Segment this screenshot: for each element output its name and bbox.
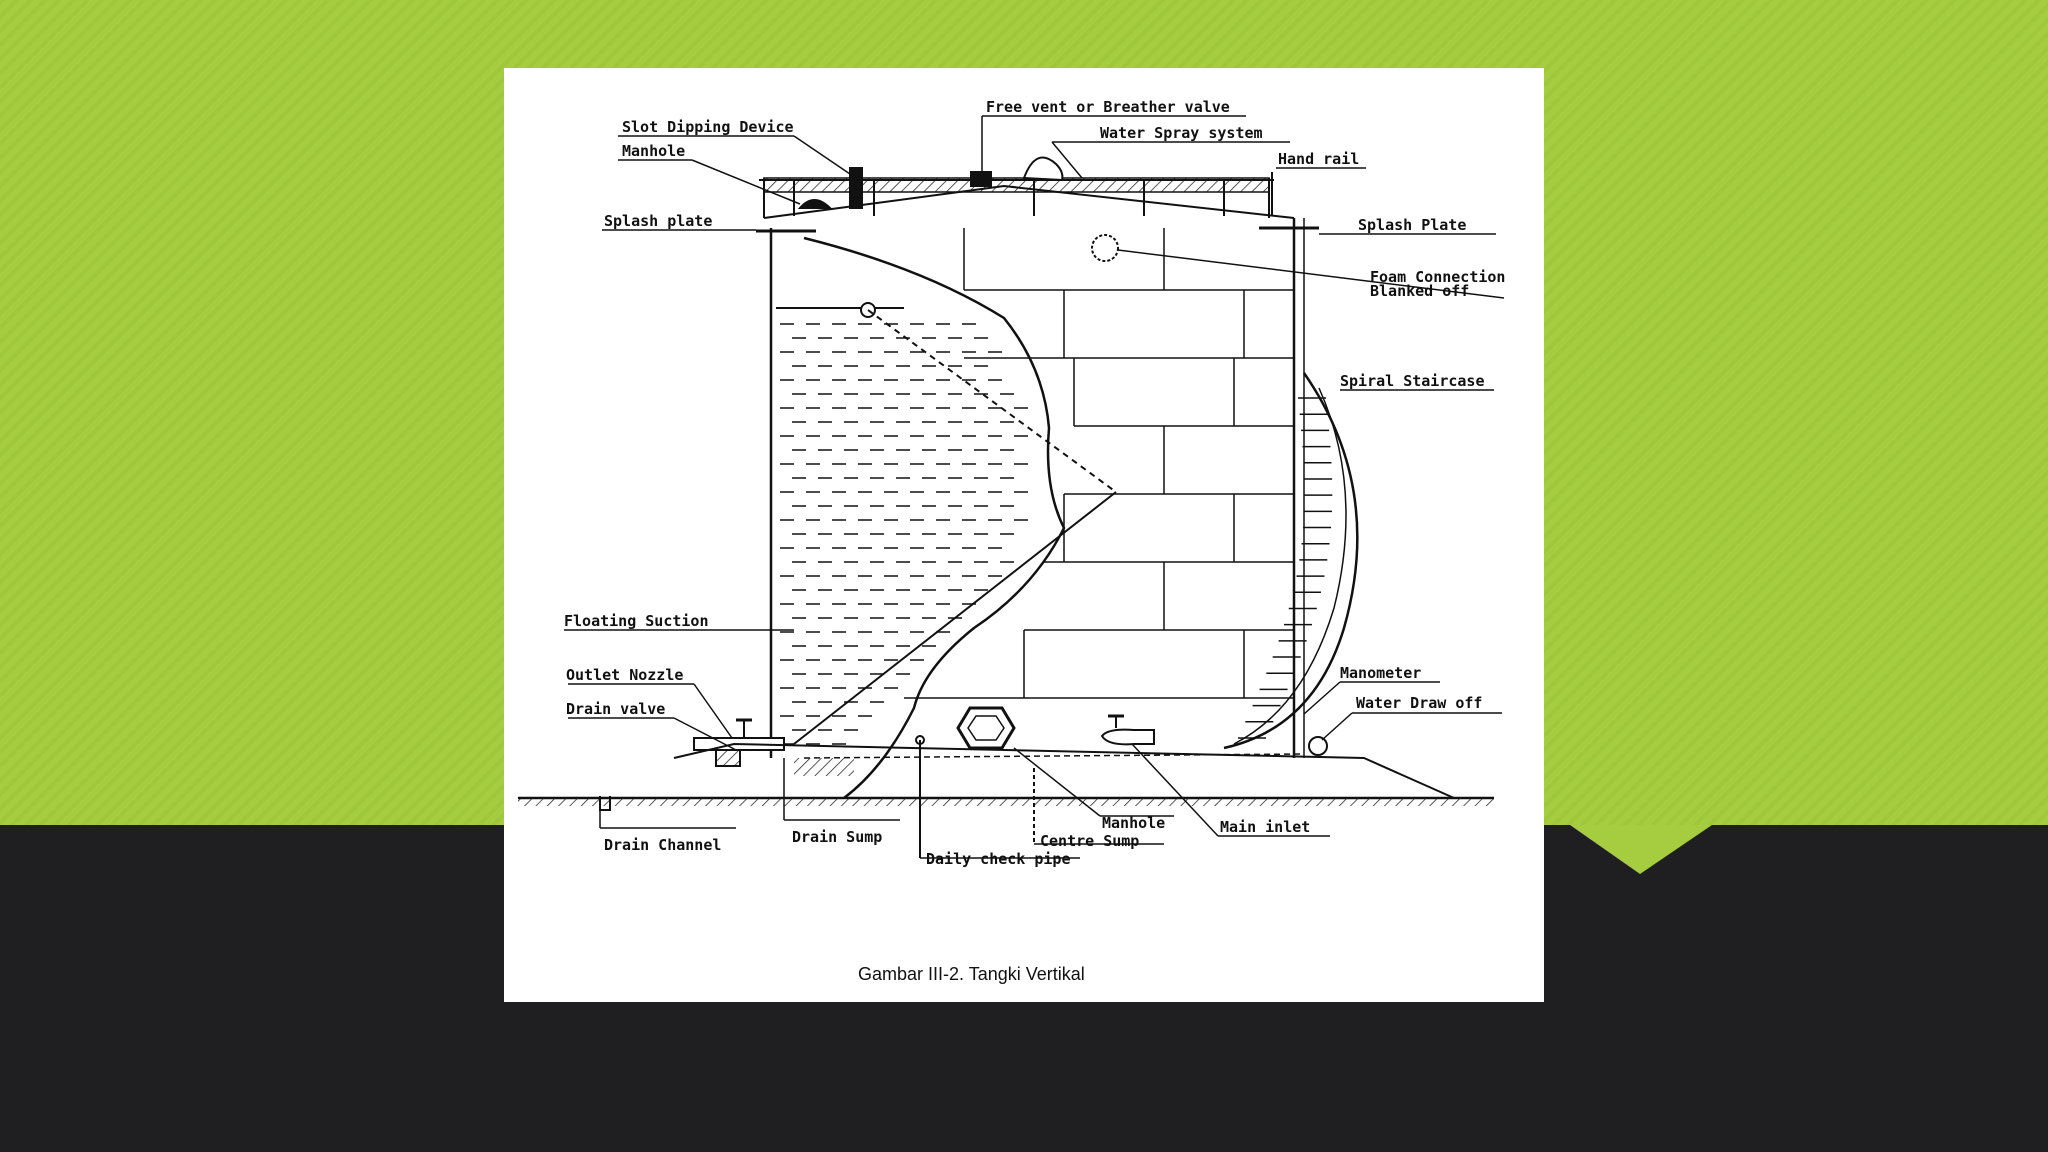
label-manhole-top: Manhole: [622, 142, 685, 160]
foam-connection: [1091, 234, 1119, 262]
label-drain-sump: Drain Sump: [792, 828, 882, 846]
diagram-labels: Free vent or Breather valve Water Spray …: [564, 98, 1505, 868]
label-water-spray: Water Spray system: [1100, 124, 1263, 142]
label-hand-rail: Hand rail: [1278, 150, 1359, 168]
drain-channel: [599, 796, 611, 811]
label-foam-connection: Foam Connection: [1370, 268, 1505, 286]
label-splash-plate-left: Splash plate: [604, 212, 712, 230]
label-drain-valve: Drain valve: [566, 700, 665, 718]
leader-lines: [564, 115, 1505, 859]
water-draw-off: [1308, 736, 1328, 756]
main-inlet: [1100, 728, 1155, 746]
slot-dipping-device: [849, 167, 863, 209]
label-manometer: Manometer: [1340, 664, 1421, 682]
label-free-vent: Free vent or Breather valve: [986, 98, 1230, 116]
label-centre-sump: Centre Sump: [1040, 832, 1139, 850]
label-water-draw-off: Water Draw off: [1356, 694, 1482, 712]
hand-rail: [759, 172, 1274, 216]
liquid-fill: [780, 323, 1028, 745]
label-manhole-bottom: Manhole: [1102, 814, 1165, 832]
tank-base: [673, 742, 1455, 799]
label-spiral-staircase: Spiral Staircase: [1340, 372, 1485, 390]
label-splash-plate-right: Splash Plate: [1358, 216, 1466, 234]
label-foam-blanked-off: Blanked off: [1370, 282, 1469, 300]
label-drain-channel: Drain Channel: [604, 836, 721, 854]
water-spray-dome: [1022, 156, 1064, 182]
tank-diagram: Free vent or Breather valve Water Spray …: [518, 98, 1505, 984]
breather-valve: [970, 171, 992, 187]
pointer-notch: [1570, 825, 1712, 874]
label-floating-suction: Floating Suction: [564, 612, 709, 630]
shell-courses: [904, 228, 1294, 699]
tank-diagram-figure: Free vent or Breather valve Water Spray …: [504, 68, 1544, 1002]
label-main-inlet: Main inlet: [1220, 818, 1310, 836]
figure-caption: Gambar III-2. Tangki Vertikal: [858, 964, 1085, 984]
cutaway-edge: [803, 236, 1066, 799]
spiral-staircase: [1223, 372, 1359, 750]
label-daily-check-pipe: Daily check pipe: [926, 850, 1071, 868]
label-slot-dipping: Slot Dipping Device: [622, 118, 794, 136]
manhole-bottom: [956, 706, 1016, 750]
manhole-top: [797, 199, 833, 209]
label-outlet-nozzle: Outlet Nozzle: [566, 666, 683, 684]
